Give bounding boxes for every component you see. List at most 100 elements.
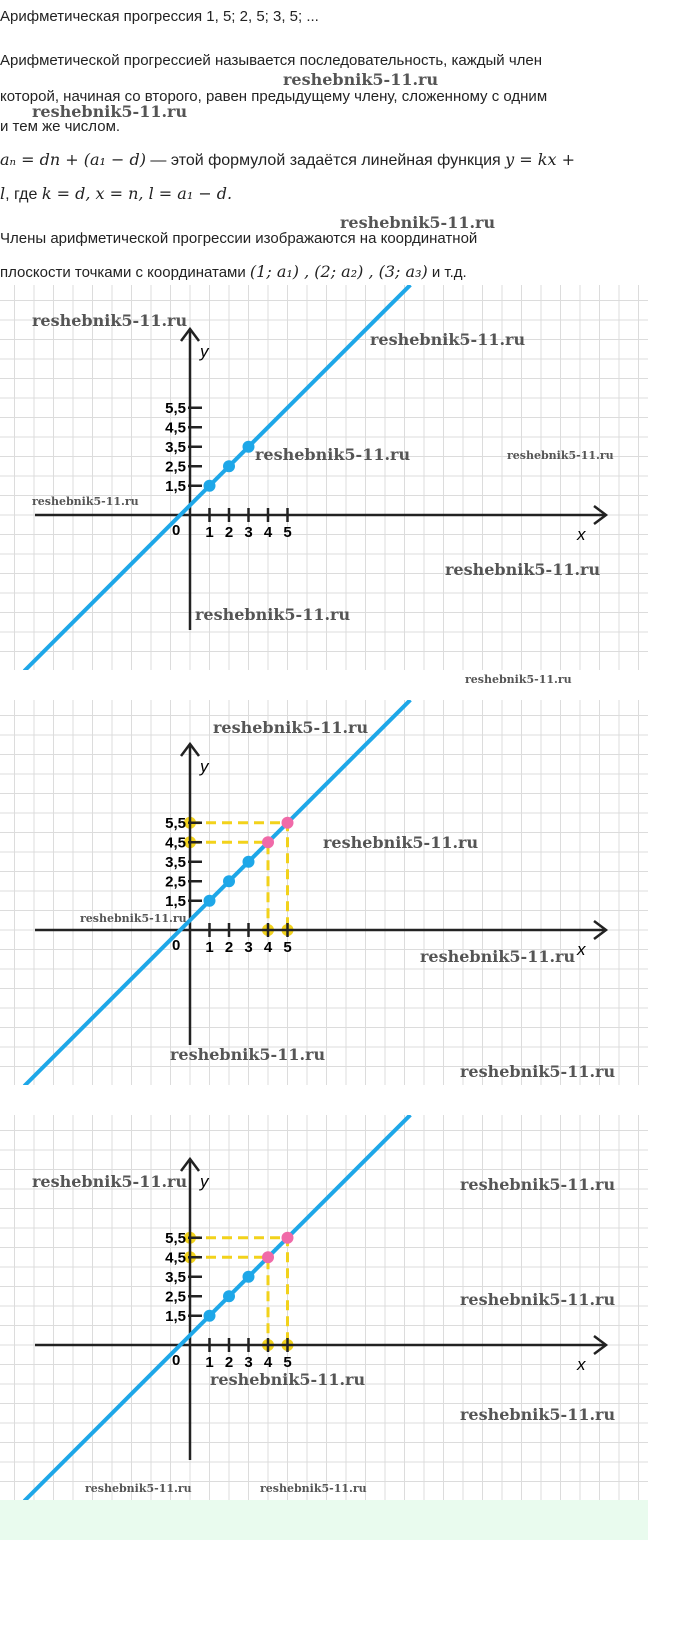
y-axis-label: y [199,757,210,776]
x-axis-arrow [593,920,609,940]
points-etc: и т.д. [427,264,467,281]
x-tick-label: 3 [244,524,252,541]
progression-point [203,1309,216,1322]
highlighted-point [281,1231,294,1244]
x-axis-label: x [576,940,586,959]
formula-line-2: l, где k = d, x = n, l = a₁ − d. [0,184,232,204]
y-tick-label: 5,5 [165,400,186,417]
y-tick-label: 3,5 [165,854,186,871]
watermark: reshebnik5-11.ru [340,213,496,232]
points-coords: (1; a₁) , (2; a₂) , (3; a₃) [249,262,428,281]
x-axis-arrow [593,1335,609,1355]
watermark: reshebnik5-11.ru [32,311,188,330]
guide-line [190,1255,270,1345]
formula-where: , где [5,186,42,203]
y-axis-label: y [199,1172,210,1191]
watermark: reshebnik5-11.ru [445,560,601,579]
formula-l: l [0,184,6,203]
y-tick-label: 4,5 [165,419,186,436]
highlighted-point [262,1251,274,1264]
progression-point [223,875,235,888]
x-tick-label: 4 [264,939,273,956]
x-tick-label: 3 [244,939,252,956]
progression-point [223,460,235,473]
y-tick-label: 4,5 [165,834,186,851]
watermark: reshebnik5-11.ru [460,1290,616,1309]
x-tick-label: 5 [283,939,291,956]
intro-line: Арифметическая прогрессия 1, 5; 2, 5; 3,… [0,8,319,25]
points-text: плоскости точками с координатами [0,264,250,281]
points-line-2: плоскости точками с координатами (1; a₁)… [0,262,467,281]
watermark: reshebnik5-11.ru [195,605,351,624]
y-tick-label: 2,5 [165,1288,186,1305]
formula-linear: y = kx + [505,150,575,169]
y-tick-label: 2,5 [165,458,186,475]
formula-line-1: aₙ = dn + (a₁ − d) — этой формулой задаё… [0,150,575,170]
function-line [22,1115,412,1500]
watermark: reshebnik5-11.ru [32,1172,188,1191]
watermark: reshebnik5-11.ru [323,833,479,852]
x-tick-label: 3 [244,1354,252,1371]
y-axis-label: y [199,342,210,361]
function-line [22,285,412,670]
y-tick-label: 3,5 [165,439,186,456]
x-axis-label: x [576,525,586,544]
definition-line-3: и тем же числом. [0,118,121,135]
progression-point [242,855,255,868]
y-tick-label: 3,5 [165,1269,186,1286]
watermark: reshebnik5-11.ru [507,449,614,462]
watermark: reshebnik5-11.ru [85,1482,192,1495]
watermark: reshebnik5-11.ru [420,947,576,966]
progression-point [242,1270,255,1283]
origin-label: 0 [172,937,180,954]
watermark: reshebnik5-11.ru [32,495,139,508]
x-tick-label: 2 [225,524,233,541]
formula-params: k = d, x = n, l = a₁ − d. [41,184,233,203]
x-tick-label: 5 [283,524,291,541]
x-tick-label: 1 [205,524,213,541]
y-axis-arrow [180,741,200,757]
progression-point [203,894,216,907]
definition-line-2: которой, начиная со второго, равен преды… [0,88,548,105]
y-tick-label: 5,5 [165,1230,186,1247]
x-tick-label: 4 [264,1354,273,1371]
watermark: reshebnik5-11.ru [213,718,369,737]
watermark: reshebnik5-11.ru [460,1062,616,1081]
y-tick-label: 4,5 [165,1249,186,1266]
x-tick-label: 1 [205,1354,213,1371]
function-line [22,700,412,1085]
definition-line-1: Арифметической прогрессией называется по… [0,52,543,69]
guide-line [190,840,270,930]
formula: aₙ = dn + (a₁ − d) [0,150,146,169]
watermark: reshebnik5-11.ru [283,70,439,89]
watermark: reshebnik5-11.ru [170,1045,326,1064]
watermark: reshebnik5-11.ru [460,1405,616,1424]
watermark: reshebnik5-11.ru [370,330,526,349]
x-tick-label: 2 [225,1354,233,1371]
points-line-1: Члены арифметической прогрессии изобража… [0,230,478,247]
y-axis-arrow [180,1156,200,1172]
watermark: reshebnik5-11.ru [465,673,572,686]
watermark: reshebnik5-11.ru [260,1482,367,1495]
y-tick-label: 5,5 [165,815,186,832]
x-tick-label: 5 [283,1354,291,1371]
watermark: reshebnik5-11.ru [460,1175,616,1194]
progression-point [203,479,216,492]
x-tick-label: 1 [205,939,213,956]
progression-point [242,440,255,453]
origin-label: 0 [172,522,180,539]
highlighted-point [262,836,274,849]
origin-label: 0 [172,1352,180,1369]
footer-bar [0,1500,648,1540]
watermark: reshebnik5-11.ru [32,102,188,121]
x-tick-label: 2 [225,939,233,956]
x-axis-arrow [593,505,609,525]
y-tick-label: 1,5 [165,893,186,910]
y-axis-arrow [180,326,200,342]
